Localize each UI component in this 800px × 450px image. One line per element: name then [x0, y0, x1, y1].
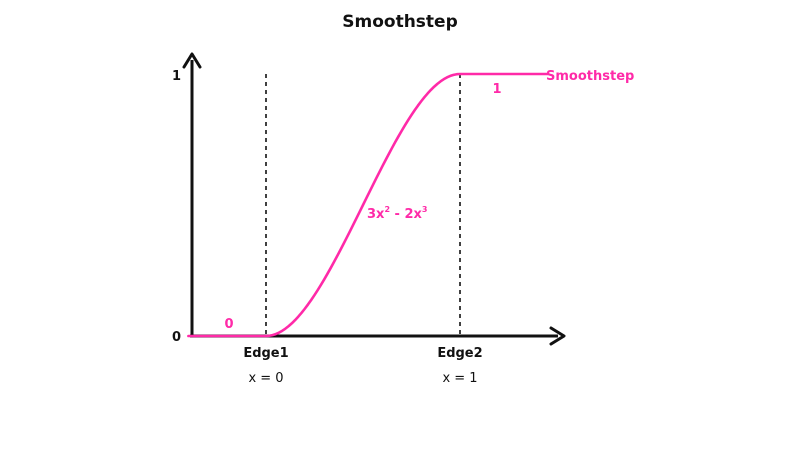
y-tick-label-1: 1 — [172, 69, 181, 84]
edge2-value-label: x = 1 — [442, 371, 477, 386]
formula-exp-2: 3 — [422, 205, 428, 214]
formula-part-base: 3x — [367, 207, 385, 222]
low-value-annotation: 0 — [224, 317, 233, 332]
smoothstep-series-line — [187, 72, 549, 338]
chart-title: Smoothstep — [342, 12, 458, 32]
series-name-label: Smoothstep — [546, 69, 634, 84]
formula-label: 3x2 - 2x3 — [367, 205, 427, 222]
y-tick-label-0: 0 — [172, 330, 181, 345]
formula-exp-1: 2 — [384, 205, 390, 214]
edge1-label: Edge1 — [243, 346, 288, 361]
high-value-annotation: 1 — [492, 82, 501, 97]
y-axis-arrow — [182, 52, 202, 69]
formula-part-mid: - 2x — [390, 207, 422, 222]
edge1-value-label: x = 0 — [248, 371, 283, 386]
edge2-label: Edge2 — [437, 346, 482, 361]
x-axis-arrow — [549, 326, 566, 346]
